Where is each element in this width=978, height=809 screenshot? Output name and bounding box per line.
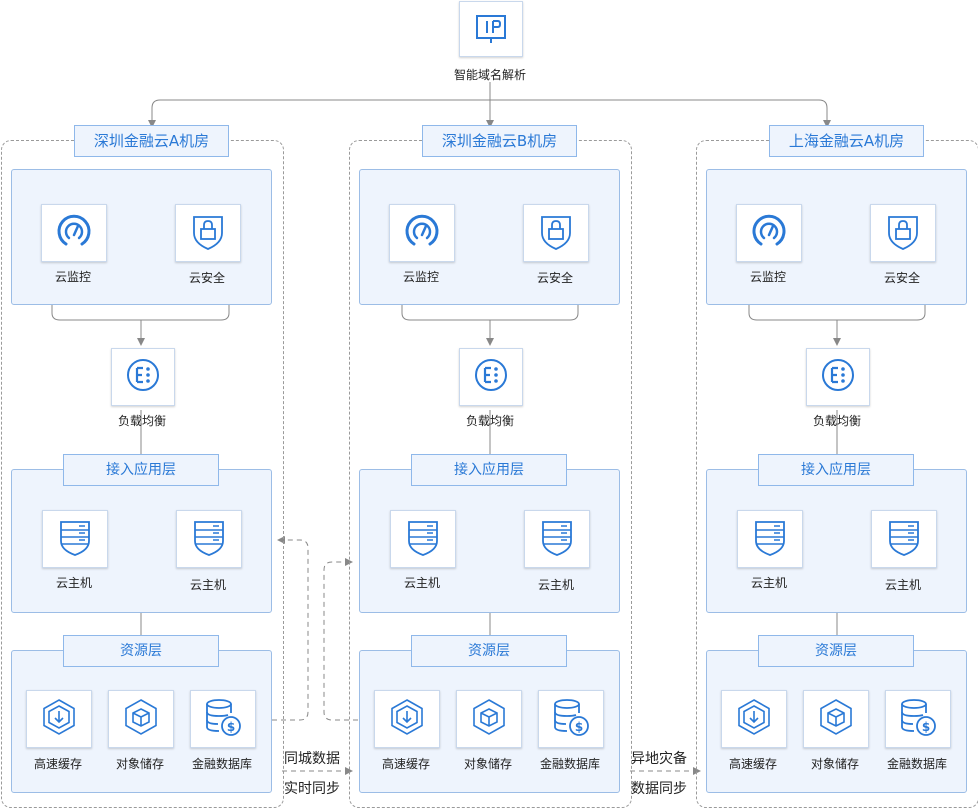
- load-balancer-card[interactable]: [111, 348, 175, 406]
- lock-shield-icon: [534, 209, 578, 257]
- cache-card[interactable]: [26, 690, 92, 748]
- load-balancer-label: 负载均衡: [812, 414, 861, 428]
- cache-card[interactable]: [721, 690, 787, 748]
- cloud-monitor-label: 云监控: [402, 270, 439, 284]
- financial-db-card[interactable]: $: [538, 690, 604, 748]
- cloud-host-card[interactable]: [176, 510, 242, 568]
- cloud-host-label: 云主机: [189, 578, 226, 592]
- database-coin-icon: $: [201, 695, 245, 743]
- server-shield-icon: [187, 515, 231, 563]
- financial-db-label: 金融数据库: [539, 757, 600, 771]
- resource-layer-title: 资源层: [411, 635, 567, 667]
- cache-icon: [39, 697, 79, 741]
- server-shield-icon: [53, 515, 97, 563]
- cache-label: 高速缓存: [33, 757, 82, 771]
- load-balancer-label: 负载均衡: [117, 414, 166, 428]
- cloud-monitor-card[interactable]: [41, 204, 107, 262]
- database-coin-icon: $: [549, 695, 593, 743]
- financial-db-card[interactable]: $: [885, 690, 951, 748]
- cloud-monitor-label: 云监控: [749, 270, 786, 284]
- cloud-monitor-label: 云监控: [54, 270, 91, 284]
- cloud-host-label: 云主机: [884, 578, 921, 592]
- resource-layer-title: 资源层: [63, 635, 219, 667]
- lock-shield-icon: [186, 209, 230, 257]
- load-balancer-icon: [123, 355, 163, 399]
- cloud-security-card[interactable]: [870, 204, 936, 262]
- gauge-icon: [747, 209, 791, 257]
- object-storage-card[interactable]: [803, 690, 869, 748]
- svg-text:$: $: [575, 720, 583, 734]
- region-title: 深圳金融云A机房: [74, 125, 229, 157]
- cloud-host-label: 云主机: [750, 576, 787, 590]
- cloud-monitor-card[interactable]: [389, 204, 455, 262]
- dns-node[interactable]: [459, 1, 523, 57]
- cloud-host-card[interactable]: [390, 510, 456, 568]
- svg-text:$: $: [227, 720, 235, 734]
- access-layer-title: 接入应用层: [411, 454, 567, 486]
- same-city-sync-label-1: 同城数据: [284, 751, 340, 767]
- cloud-host-card[interactable]: [42, 510, 108, 568]
- region-title: 上海金融云A机房: [769, 125, 924, 157]
- cache-icon: [387, 697, 427, 741]
- financial-db-label: 金融数据库: [886, 757, 947, 771]
- cube-icon: [816, 697, 856, 741]
- cloud-security-card[interactable]: [523, 204, 589, 262]
- cloud-monitor-card[interactable]: [736, 204, 802, 262]
- object-storage-card[interactable]: [108, 690, 174, 748]
- cloud-host-label: 云主机: [537, 578, 574, 592]
- access-layer-title: 接入应用层: [758, 454, 914, 486]
- server-shield-icon: [882, 515, 926, 563]
- financial-db-label: 金融数据库: [191, 757, 252, 771]
- ip-icon: [476, 15, 506, 43]
- object-storage-label: 对象储存: [463, 757, 512, 771]
- cube-icon: [121, 697, 161, 741]
- cloud-host-label: 云主机: [403, 576, 440, 590]
- same-city-sync-label-2: 实时同步: [284, 781, 340, 797]
- access-layer-title: 接入应用层: [63, 454, 219, 486]
- resource-layer-title: 资源层: [758, 635, 914, 667]
- cloud-security-label: 云安全: [536, 271, 573, 285]
- financial-db-card[interactable]: $: [190, 690, 256, 748]
- load-balancer-label: 负载均衡: [465, 414, 514, 428]
- region-title: 深圳金融云B机房: [422, 125, 577, 157]
- cloud-host-card[interactable]: [871, 510, 937, 568]
- remote-backup-label-1: 异地灾备: [631, 751, 687, 767]
- object-storage-label: 对象储存: [810, 757, 859, 771]
- load-balancer-icon: [471, 355, 511, 399]
- gauge-icon: [52, 209, 96, 257]
- load-balancer-icon: [818, 355, 858, 399]
- cache-label: 高速缓存: [728, 757, 777, 771]
- cloud-host-card[interactable]: [524, 510, 590, 568]
- cloud-host-card[interactable]: [737, 510, 803, 568]
- cloud-security-label: 云安全: [188, 271, 225, 285]
- lock-shield-icon: [881, 209, 925, 257]
- object-storage-label: 对象储存: [115, 757, 164, 771]
- load-balancer-card[interactable]: [806, 348, 870, 406]
- svg-text:$: $: [922, 720, 930, 734]
- server-shield-icon: [401, 515, 445, 563]
- load-balancer-card[interactable]: [459, 348, 523, 406]
- object-storage-card[interactable]: [456, 690, 522, 748]
- cloud-host-label: 云主机: [55, 576, 92, 590]
- cloud-security-label: 云安全: [883, 271, 920, 285]
- gauge-icon: [400, 209, 444, 257]
- remote-backup-label-2: 数据同步: [631, 781, 687, 797]
- cache-card[interactable]: [374, 690, 440, 748]
- cloud-security-card[interactable]: [175, 204, 241, 262]
- server-shield-icon: [748, 515, 792, 563]
- cube-icon: [469, 697, 509, 741]
- cache-label: 高速缓存: [381, 757, 430, 771]
- database-coin-icon: $: [896, 695, 940, 743]
- server-shield-icon: [535, 515, 579, 563]
- cache-icon: [734, 697, 774, 741]
- dns-label: 智能域名解析: [453, 68, 526, 82]
